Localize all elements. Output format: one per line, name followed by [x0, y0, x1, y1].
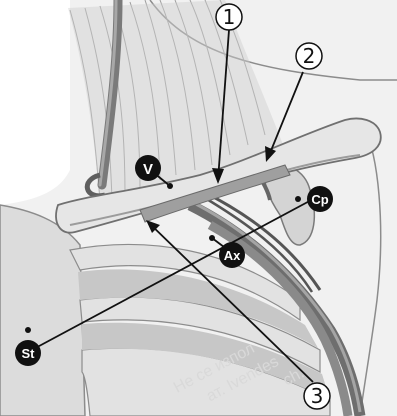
badge-st: St — [15, 340, 41, 366]
badge-v: V — [135, 155, 161, 181]
badge-st-text: St — [22, 346, 36, 361]
badge-v-text: V — [143, 161, 153, 178]
callout-3-number: 3 — [311, 384, 324, 408]
cp-dot — [295, 196, 301, 202]
ax-dot — [209, 235, 215, 241]
badge-cp-text: Cp — [311, 192, 328, 207]
callout-1: 1 — [216, 4, 242, 30]
callout-2: 2 — [296, 43, 322, 69]
v-dot — [167, 183, 173, 189]
badge-ax-text: Ax — [224, 248, 241, 263]
st-dot — [25, 327, 31, 333]
callout-1-number: 1 — [223, 5, 236, 29]
badge-cp: Cp — [307, 186, 333, 212]
badge-ax: Ax — [219, 242, 245, 268]
sternum — [0, 205, 85, 416]
callout-3: 3 — [304, 383, 330, 409]
callout-2-number: 2 — [303, 44, 316, 68]
